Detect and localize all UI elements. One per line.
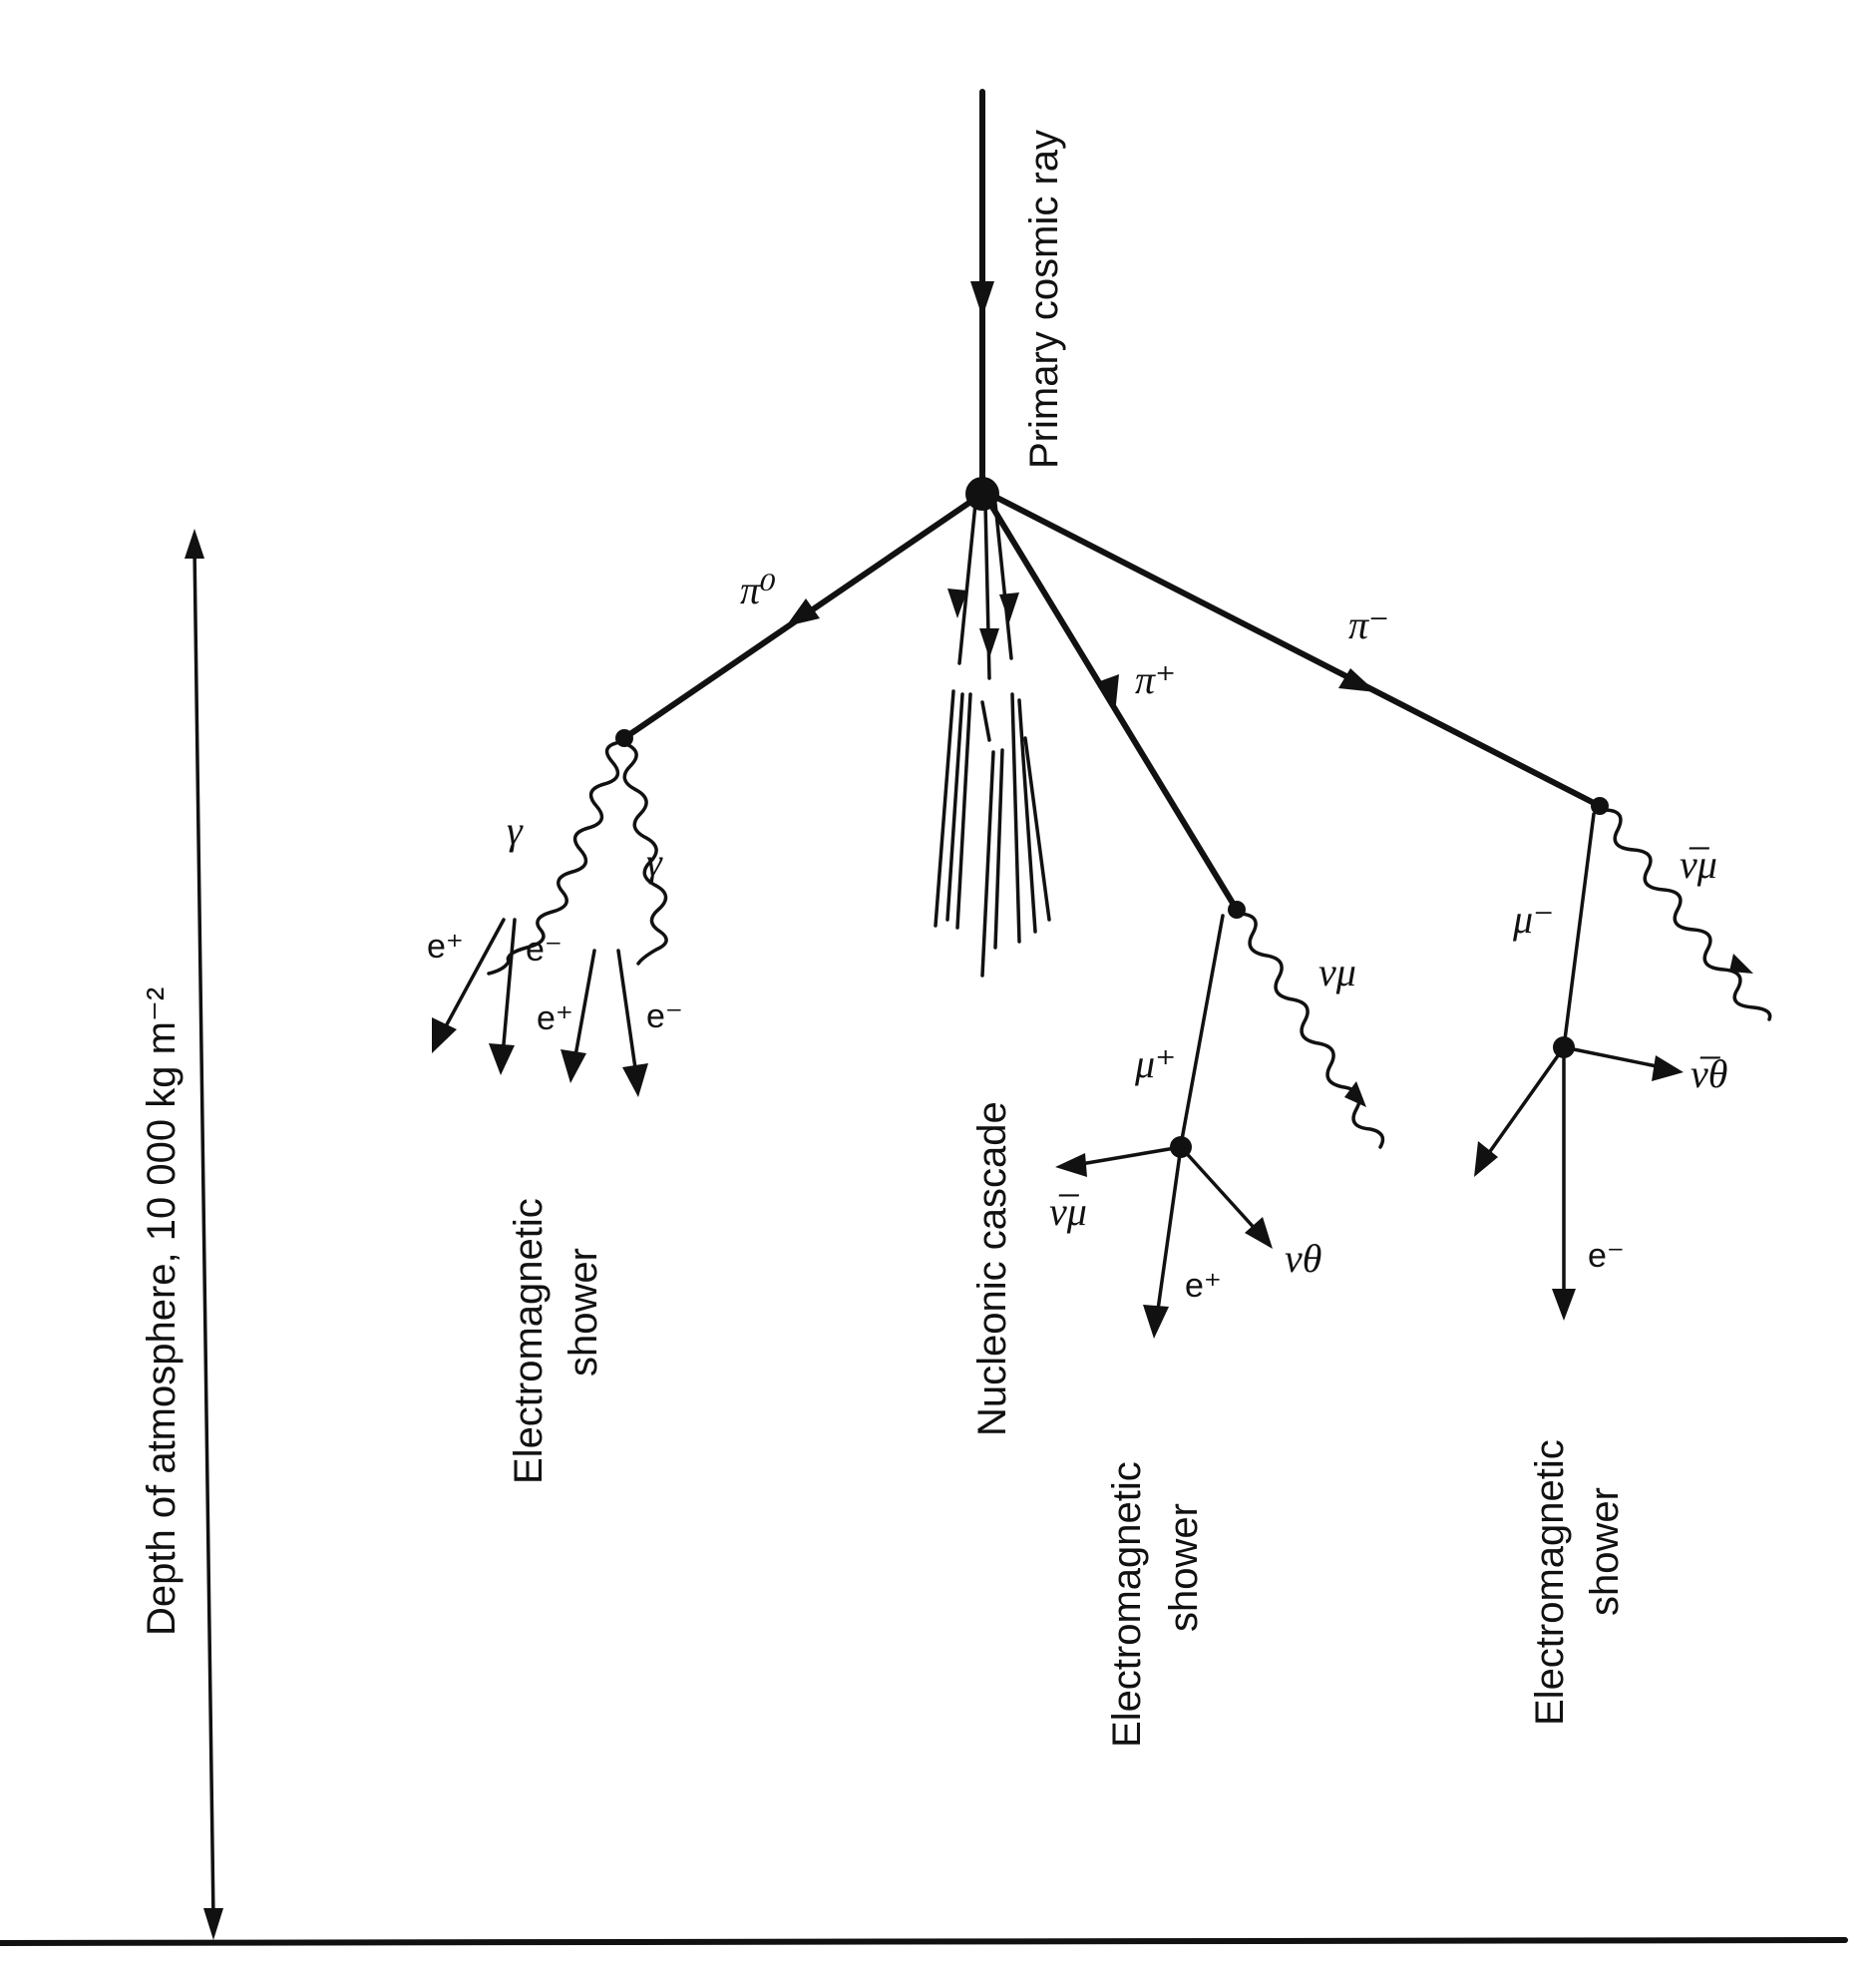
- gamma-label-left: γ: [507, 808, 524, 853]
- em-shower-label-mid-2: shower: [1162, 1503, 1206, 1632]
- e-plus-label-1: e⁺: [427, 928, 464, 966]
- e-plus-label-3: e⁺: [1185, 1267, 1222, 1305]
- nu-mu-wave: [1239, 912, 1385, 1149]
- nucleonic-label: Nucleonic cascade: [970, 1101, 1014, 1436]
- em-shower-label-left-2: shower: [562, 1248, 605, 1376]
- mu-minus-track: [1553, 812, 1596, 1058]
- mu-plus-decay: [1055, 1145, 1273, 1339]
- pi-plus-label: π⁺: [1135, 657, 1176, 702]
- em-shower-label-right-1: Electromagnetic: [1528, 1439, 1572, 1726]
- nubar-mu-label-2: ν̅μ: [1680, 842, 1717, 887]
- nubar-mu-label-1: ν̅μ: [1049, 1189, 1087, 1234]
- gamma-label-right: γ: [646, 840, 663, 885]
- em-shower-label-mid-1: Electromagnetic: [1105, 1461, 1149, 1748]
- nucleonic-tracks: [934, 502, 1051, 978]
- mu-plus-track: [1170, 914, 1225, 1158]
- mu-plus-label: μ⁺: [1134, 1041, 1176, 1086]
- em-shower-label-right-2: shower: [1583, 1487, 1627, 1616]
- gamma-wave-right: [622, 742, 668, 966]
- nubar-theta-label: ν̅θ: [1690, 1051, 1727, 1096]
- em-shower-label-left-1: Electromagnetic: [507, 1198, 551, 1484]
- primary-label: Primary cosmic ray: [1022, 130, 1066, 469]
- mu-minus-decay: [1474, 1045, 1684, 1321]
- mu-minus-label: μ⁻: [1512, 897, 1554, 942]
- e-minus-label-1: e⁻: [526, 931, 563, 969]
- e-plus-label-2: e⁺: [537, 999, 573, 1037]
- nubar-mu-arrowhead: [1729, 954, 1753, 974]
- pi0-label: π⁰: [740, 568, 776, 612]
- depth-label: Depth of atmosphere, 10 000 kg m⁻²: [140, 987, 184, 1636]
- e-minus-label-3: e⁻: [1588, 1237, 1625, 1275]
- e-minus-label-2: e⁻: [646, 997, 683, 1035]
- nu-mu-arrowhead: [1344, 1081, 1366, 1107]
- em-pair-left: [432, 918, 517, 1075]
- nu-mu-label: νμ: [1318, 950, 1356, 994]
- primary-ray: [970, 89, 994, 492]
- pi0-track: [615, 491, 985, 747]
- em-pair-right: [561, 949, 648, 1097]
- gamma-wave-left: [487, 740, 622, 976]
- nubar-mu-wave: [1602, 808, 1772, 1021]
- nu-theta-label-1: νθ: [1285, 1236, 1321, 1281]
- pi-minus-label: π⁻: [1348, 602, 1389, 647]
- ground-line: [0, 1937, 1848, 1946]
- depth-scale-arrow: [185, 529, 223, 1940]
